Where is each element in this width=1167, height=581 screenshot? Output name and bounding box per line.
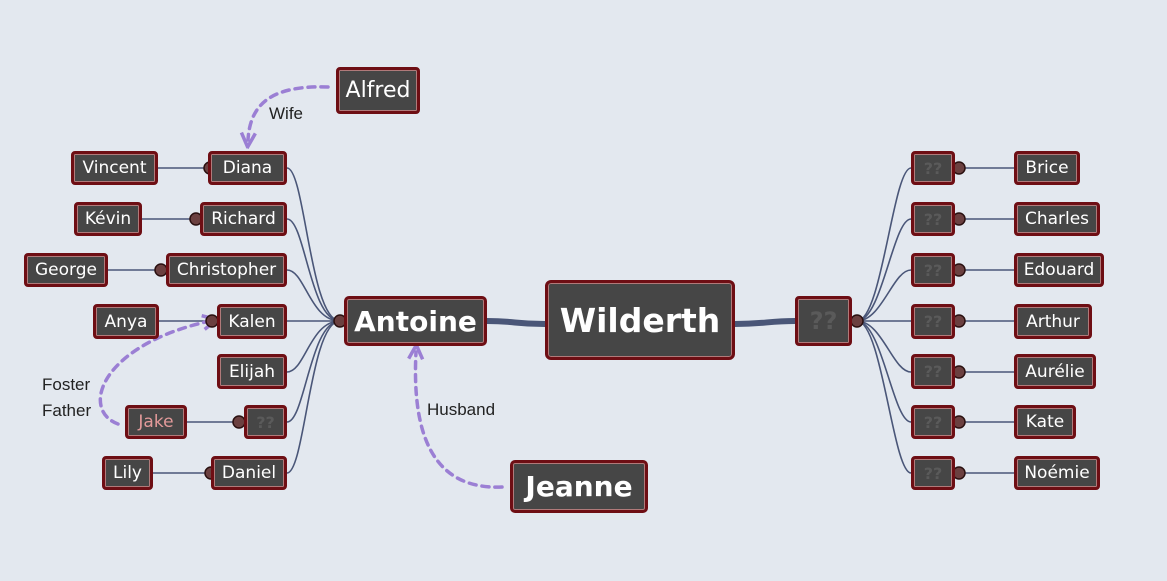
relation-label-foster-2: Father bbox=[42, 401, 92, 420]
link-right-child-2 bbox=[856, 269, 912, 322]
child-node-daniel[interactable]: Daniel bbox=[211, 456, 287, 490]
child-node-unknown-r6[interactable]: ?? bbox=[911, 405, 955, 439]
child-node-unknown-r5[interactable]: ?? bbox=[911, 354, 955, 389]
link-right-child-1 bbox=[856, 218, 912, 322]
partner-node-edouard[interactable]: Edouard bbox=[1014, 253, 1104, 287]
wife-arrow bbox=[248, 85, 330, 140]
parent-node-unknown[interactable]: ?? bbox=[795, 296, 852, 346]
partner-node-aurelie[interactable]: Aurélie bbox=[1014, 354, 1096, 389]
child-node-diana[interactable]: Diana bbox=[208, 151, 287, 185]
node-jeanne[interactable]: Jeanne bbox=[510, 460, 648, 513]
partner-node-jake[interactable]: Jake bbox=[125, 405, 187, 439]
relation-label-wife: Wife bbox=[269, 104, 303, 123]
child-node-unknown-r7[interactable]: ?? bbox=[911, 456, 955, 490]
link-left-child-1 bbox=[286, 218, 341, 322]
partner-node-noemie[interactable]: Noémie bbox=[1014, 456, 1100, 490]
partner-node-charles[interactable]: Charles bbox=[1014, 202, 1100, 236]
partner-node-lily[interactable]: Lily bbox=[102, 456, 153, 490]
foster-father-arrow bbox=[98, 321, 210, 426]
child-node-unknown-r2[interactable]: ?? bbox=[911, 202, 955, 236]
child-node-unknown-left[interactable]: ?? bbox=[244, 405, 287, 439]
link-left-child-6 bbox=[286, 320, 341, 474]
husband-arrow bbox=[415, 352, 504, 489]
tree-links bbox=[107, 167, 1015, 474]
relation-label-husband: Husband bbox=[427, 400, 496, 419]
link-right-child-0 bbox=[856, 167, 912, 322]
relation-label-foster-1: Foster bbox=[42, 375, 91, 394]
partner-node-kevin[interactable]: Kévin bbox=[74, 202, 142, 236]
partner-node-kate[interactable]: Kate bbox=[1014, 405, 1076, 439]
link-left-child-0 bbox=[286, 167, 341, 322]
child-node-unknown-r4[interactable]: ?? bbox=[911, 304, 955, 339]
node-alfred[interactable]: Alfred bbox=[336, 67, 420, 114]
link-right-child-6 bbox=[856, 320, 912, 474]
link-right-child-5 bbox=[856, 320, 912, 423]
link-root-unknown bbox=[732, 318, 798, 327]
child-node-richard[interactable]: Richard bbox=[200, 202, 287, 236]
partner-node-george[interactable]: George bbox=[24, 253, 108, 287]
child-node-unknown-r1[interactable]: ?? bbox=[911, 151, 955, 185]
right-parent-junction[interactable] bbox=[850, 314, 864, 328]
partner-node-arthur[interactable]: Arthur bbox=[1014, 304, 1092, 339]
child-node-elijah[interactable]: Elijah bbox=[217, 354, 287, 389]
parent-node-antoine[interactable]: Antoine bbox=[344, 296, 487, 346]
link-left-child-2 bbox=[286, 269, 341, 322]
child-node-unknown-r3[interactable]: ?? bbox=[911, 253, 955, 287]
root-node-wilderth[interactable]: Wilderth bbox=[545, 280, 735, 360]
link-right-child-4 bbox=[856, 320, 912, 373]
link-left-child-4 bbox=[286, 320, 341, 373]
child-node-christopher[interactable]: Christopher bbox=[166, 253, 287, 287]
relation-links bbox=[98, 85, 504, 489]
link-left-child-5 bbox=[286, 320, 341, 423]
partner-node-anya[interactable]: Anya bbox=[93, 304, 159, 339]
partner-node-brice[interactable]: Brice bbox=[1014, 151, 1080, 185]
link-root-antoine bbox=[484, 318, 548, 327]
partner-node-vincent[interactable]: Vincent bbox=[71, 151, 158, 185]
child-node-kalen[interactable]: Kalen bbox=[217, 304, 287, 339]
